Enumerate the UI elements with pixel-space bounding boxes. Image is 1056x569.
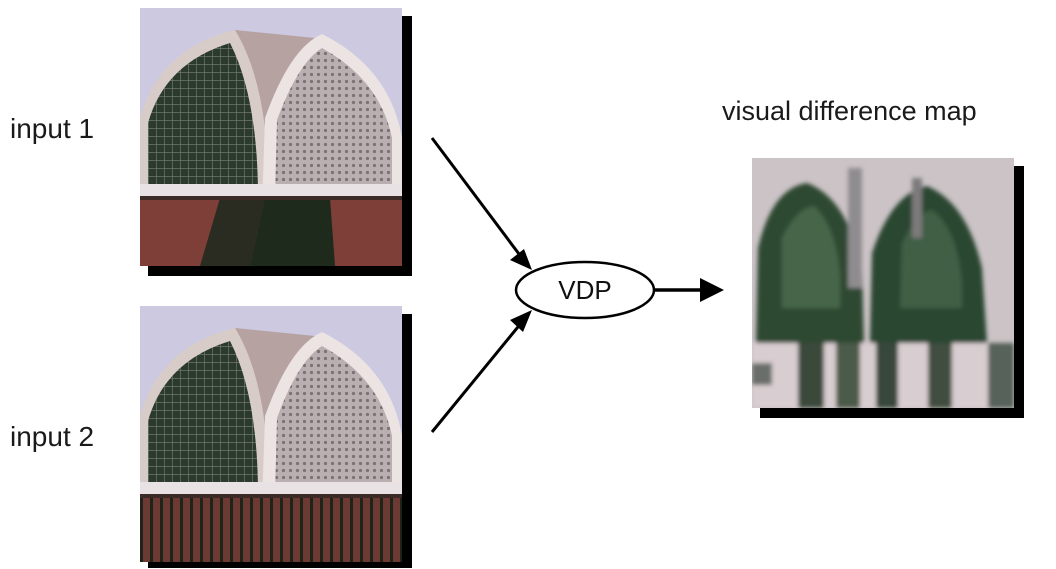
difference-map-image — [752, 158, 1024, 418]
vdp-label: VDP — [558, 275, 611, 305]
input-1-label: input 1 — [10, 113, 95, 144]
input-2-image — [140, 306, 412, 568]
arrow-input-1-to-vdp — [430, 137, 524, 259]
input-2-label: input 2 — [10, 421, 95, 452]
input-1-image — [140, 8, 412, 276]
difference-map-label: visual difference map — [722, 96, 977, 126]
arrowhead-1 — [510, 249, 532, 270]
arrowhead-2 — [510, 310, 532, 332]
arrow-input-2-to-vdp — [430, 321, 524, 433]
arrowhead-3 — [700, 278, 724, 302]
